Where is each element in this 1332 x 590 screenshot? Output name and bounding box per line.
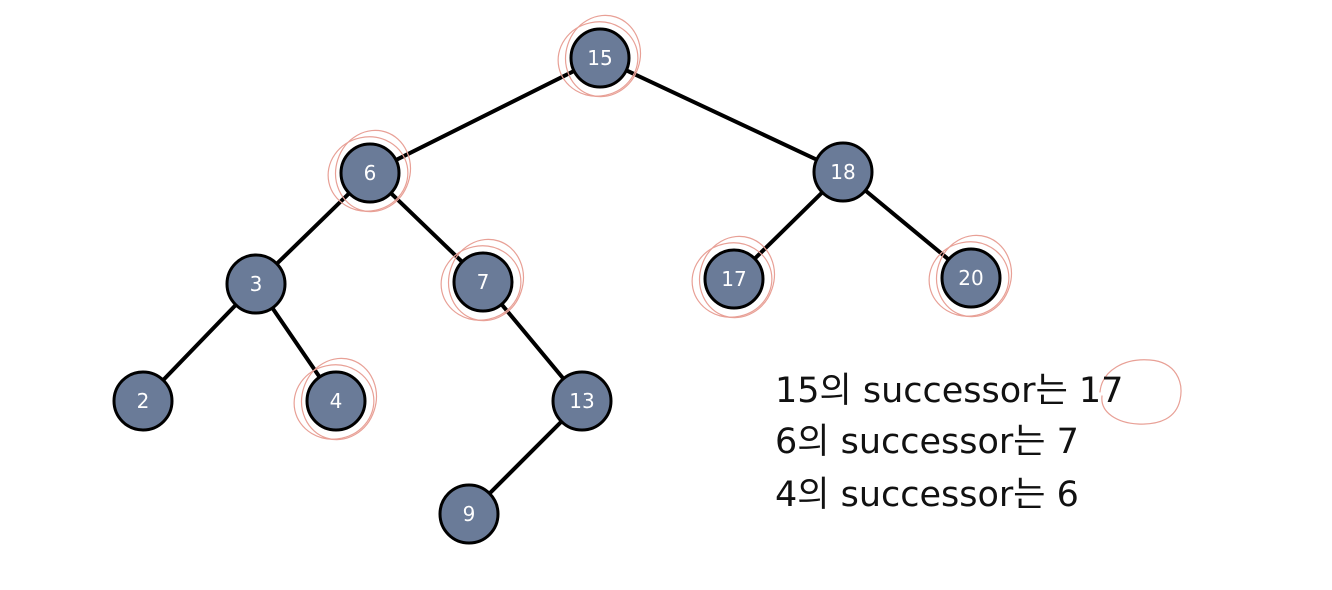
node-label: 2 xyxy=(137,389,150,413)
tree-node-4: 4 xyxy=(305,370,367,432)
node-label: 17 xyxy=(721,267,746,291)
node-circle xyxy=(940,247,1002,309)
annotation-circle-20-0 xyxy=(928,241,1010,317)
tree-node-18: 18 xyxy=(812,141,874,203)
annotation-circle-7-0 xyxy=(440,245,522,321)
node-label: 15 xyxy=(587,46,612,70)
node-circle xyxy=(569,27,631,89)
annotation-circle-6-0 xyxy=(327,136,409,212)
node-circle xyxy=(438,483,500,545)
tree-node-7: 7 xyxy=(452,251,514,313)
tree-node-6: 6 xyxy=(339,142,401,204)
tree-node-3: 3 xyxy=(225,253,287,315)
node-label: 6 xyxy=(364,161,377,185)
note-annotation-circle xyxy=(1099,359,1182,425)
tree-nodes: 15 6 18 3 7 17 20 2 4 13 9 xyxy=(112,27,1002,545)
node-circle xyxy=(339,142,401,204)
node-circle xyxy=(551,370,613,432)
node-circle xyxy=(225,253,287,315)
edge-n15-n6 xyxy=(368,56,602,175)
annotation-circle-17-0 xyxy=(691,242,773,318)
tree-node-20: 20 xyxy=(940,247,1002,309)
node-label: 4 xyxy=(330,389,343,413)
annotation-circle-15-1 xyxy=(564,14,642,98)
annotation-circle-17-1 xyxy=(698,235,776,319)
node-circle xyxy=(305,370,367,432)
tree-node-15: 15 xyxy=(569,27,631,89)
successor-note-4: 4의 successor는 6 xyxy=(775,475,1079,515)
node-circle xyxy=(452,251,514,313)
node-label: 3 xyxy=(250,272,263,296)
node-label: 18 xyxy=(830,160,855,184)
node-circle xyxy=(812,141,874,203)
tree-node-13: 13 xyxy=(551,370,613,432)
node-label: 7 xyxy=(477,270,490,294)
tree-node-2: 2 xyxy=(112,370,174,432)
node-label: 20 xyxy=(958,266,983,290)
annotation-circle-20-1 xyxy=(935,234,1013,318)
node-label: 13 xyxy=(569,389,594,413)
node-circle xyxy=(112,370,174,432)
annotation-circles xyxy=(293,14,1182,441)
tree-node-17: 17 xyxy=(703,248,765,310)
annotation-circle-4-1 xyxy=(300,357,378,441)
annotation-circle-7-1 xyxy=(447,238,525,322)
successor-note-6: 6의 successor는 7 xyxy=(775,422,1079,462)
node-circle xyxy=(703,248,765,310)
node-label: 9 xyxy=(463,502,476,526)
annotation-circle-15-0 xyxy=(557,21,639,97)
annotation-circle-4-0 xyxy=(293,364,375,440)
edge-n15-n18 xyxy=(598,56,845,174)
annotation-circle-6-1 xyxy=(334,129,412,213)
successor-note-15: 15의 successor는 17 xyxy=(775,371,1124,411)
tree-node-9: 9 xyxy=(438,483,500,545)
